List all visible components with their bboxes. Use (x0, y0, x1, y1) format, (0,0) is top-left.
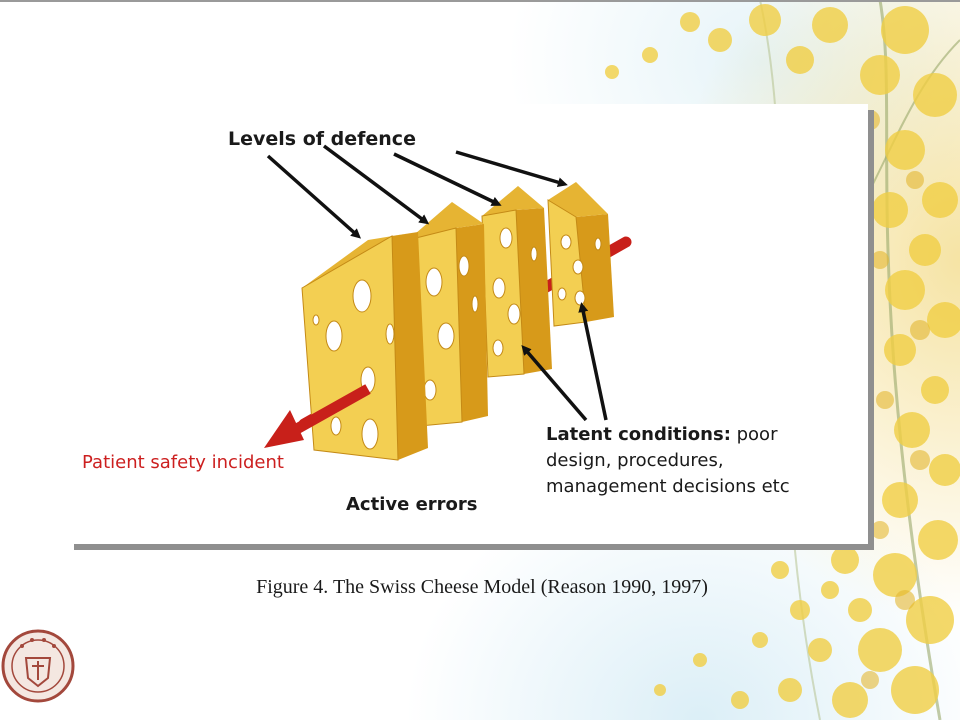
university-seal-logo (1, 629, 75, 703)
latent-heading: Latent conditions: (546, 424, 731, 445)
cheese-slice-1 (301, 232, 428, 461)
defence-pointer-arrows (266, 144, 568, 239)
latent-line-3: management decisions etc (546, 476, 790, 497)
latent-line-1: Latent conditions: poor (546, 422, 790, 448)
latent-line-1-rest: poor (730, 424, 778, 445)
label-active-errors: Active errors (346, 494, 478, 515)
latent-line-2: design, procedures, (546, 450, 724, 471)
cheese-slice-4 (547, 182, 614, 327)
label-levels-of-defence: Levels of defence (228, 128, 416, 150)
label-patient-safety-incident: Patient safety incident (82, 452, 284, 473)
swiss-cheese-diagram (264, 144, 632, 461)
flower-buds (860, 110, 930, 689)
cheese-slice-3 (481, 186, 552, 378)
flower-blossoms (605, 4, 960, 718)
top-rule (0, 0, 960, 2)
incident-arrow (264, 384, 371, 448)
label-latent-conditions: Latent conditions: poor design, procedur… (546, 422, 790, 500)
swiss-cheese-figure: Levels of defence Patient safety inciden… (68, 104, 868, 544)
latent-pointer-arrows (521, 302, 608, 422)
figure-caption: Figure 4. The Swiss Cheese Model (Reason… (256, 576, 708, 598)
